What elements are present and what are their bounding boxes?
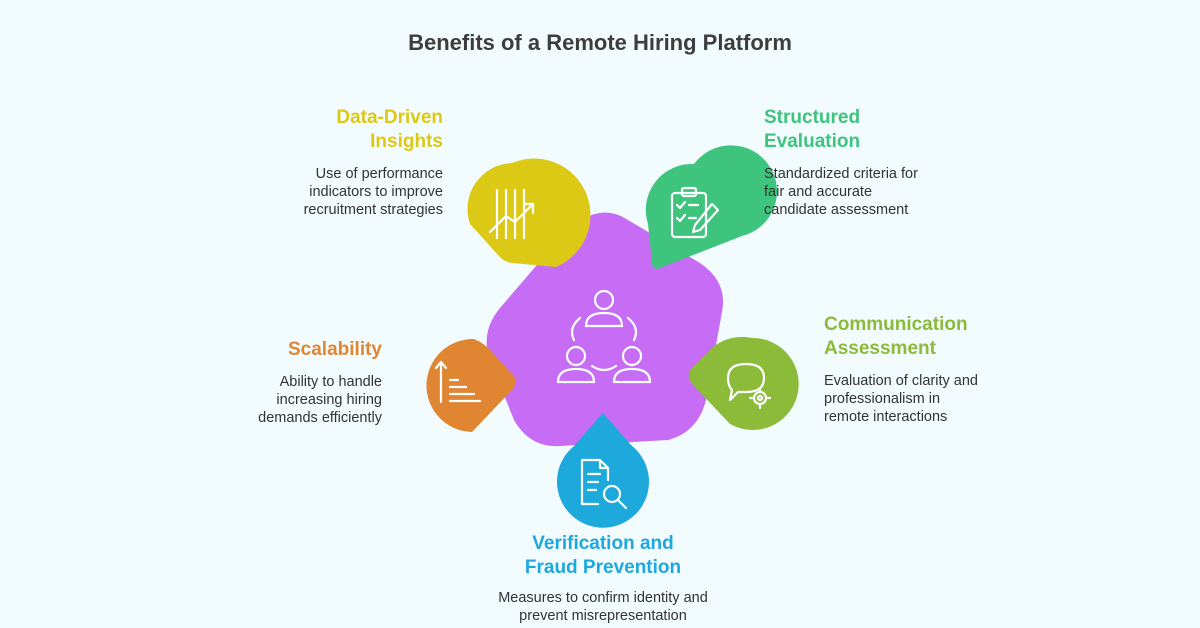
page-title: Benefits of a Remote Hiring Platform — [408, 30, 792, 55]
petal-communication — [688, 336, 799, 430]
benefit-verification: Verification and Fraud Prevention Measur… — [453, 532, 753, 625]
benefit-description: Evaluation of clarity and professionalis… — [824, 373, 978, 425]
petal-verification — [557, 413, 649, 528]
checklist-pencil-icon — [670, 186, 720, 239]
benefit-description: Use of performance indicators to improve… — [303, 166, 443, 218]
petal-scalability — [426, 338, 516, 432]
benefit-structured: Structured Evaluation Standardized crite… — [764, 106, 1024, 219]
team-people-icon — [556, 289, 652, 384]
scale-up-icon — [434, 360, 482, 404]
petal-structured — [645, 145, 777, 269]
benefit-heading: Structured Evaluation — [764, 107, 861, 152]
benefit-scalability: Scalability Ability to handle increasing… — [142, 338, 382, 427]
chat-gear-icon — [726, 362, 772, 410]
petal-data-driven — [467, 158, 591, 267]
trend-chart-icon — [488, 188, 535, 240]
benefit-description: Ability to handle increasing hiring dema… — [258, 374, 382, 426]
benefit-heading: Scalability — [288, 339, 382, 360]
benefit-communication: Communication Assessment Evaluation of c… — [824, 313, 1084, 426]
benefit-description: Standardized criteria for fair and accur… — [764, 166, 918, 218]
benefit-data-driven: Data-Driven Insights Use of performance … — [183, 106, 443, 219]
central-hub — [486, 212, 724, 447]
benefit-description: Measures to confirm identity and prevent… — [498, 590, 708, 624]
benefit-heading: Data-Driven Insights — [336, 107, 443, 152]
benefit-heading: Communication Assessment — [824, 314, 968, 359]
document-search-icon — [580, 458, 628, 510]
benefit-heading: Verification and Fraud Prevention — [524, 533, 682, 578]
